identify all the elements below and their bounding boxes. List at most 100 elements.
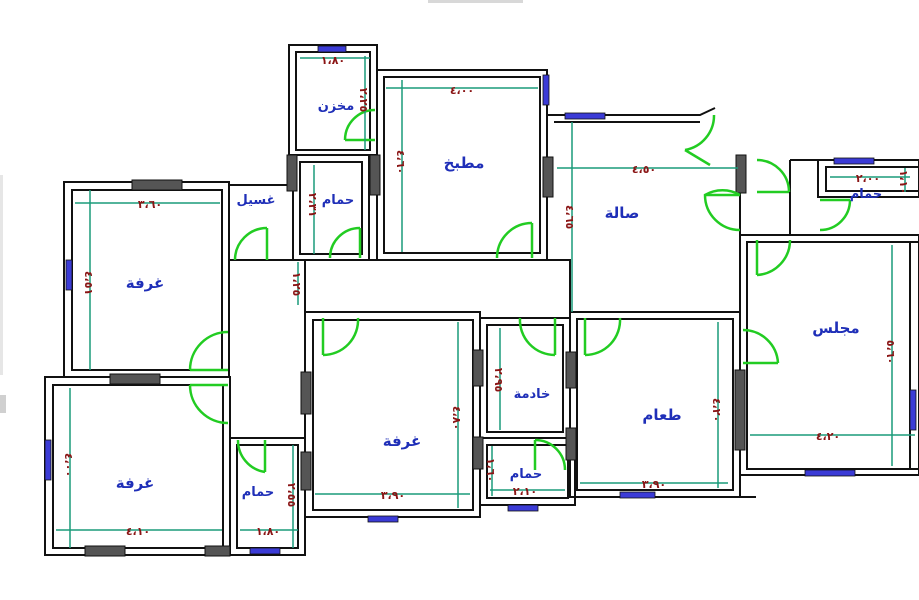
pillar bbox=[84, 545, 126, 557]
pillar bbox=[735, 154, 747, 194]
dim-bedroom-left-bottom-width: ٤،١٠ bbox=[126, 525, 150, 538]
door-laundry bbox=[233, 226, 268, 261]
doors bbox=[188, 108, 852, 474]
dimension-labels: ١،٨٠ ٢،٢٥ ٤،٠٠ ٤،٦٠ ٤،٥٠ ٤،٦٥ ٢،٣١ ١،٢٥ … bbox=[62, 54, 910, 538]
dimension-lines bbox=[56, 56, 915, 548]
dim-storage-width: ١،٨٠ bbox=[321, 54, 345, 67]
wall-bath-maid-inner bbox=[486, 444, 569, 499]
room-label-bath-right-top: حمام bbox=[850, 187, 883, 202]
dim-bedroom-left-bottom-height: ٤،٠٠ bbox=[62, 453, 75, 477]
door-majlis-left bbox=[742, 328, 780, 364]
window bbox=[44, 439, 52, 481]
dim-bath-top-height: ٢،٣١ bbox=[306, 193, 319, 217]
pillar bbox=[565, 351, 577, 389]
dim-bedroom-center-height: ٤،٨٠ bbox=[450, 406, 463, 430]
door-dining bbox=[584, 317, 622, 357]
room-label-bath-bottom: حمام bbox=[242, 485, 275, 500]
window bbox=[542, 74, 550, 106]
windows bbox=[44, 45, 917, 555]
dim-bath-right-height: ١،١٠ bbox=[897, 170, 910, 194]
door-bedroom-center bbox=[322, 317, 360, 357]
wall-bath-bottom bbox=[229, 437, 306, 556]
dim-kitchen-height: ٤،٦٠ bbox=[394, 150, 407, 174]
door-bath-maid bbox=[534, 438, 567, 471]
window bbox=[317, 45, 347, 53]
room-label-bedroom-left-bottom: غرفة bbox=[116, 474, 155, 492]
door-hall-right-1 bbox=[703, 189, 741, 232]
door-bath-bottom bbox=[236, 439, 266, 474]
pillar bbox=[131, 179, 183, 191]
wall-maid-inner bbox=[486, 324, 564, 433]
window bbox=[249, 547, 281, 555]
dim-dining-width: ٣،٩٠ bbox=[642, 478, 666, 491]
dim-corridor-width: ١،٢٥ bbox=[290, 272, 303, 297]
window bbox=[564, 112, 606, 120]
wall-kitchen-inner bbox=[383, 76, 541, 254]
dim-bath-maid-width: ٢،١٠ bbox=[513, 485, 537, 498]
top-edge-mark bbox=[428, 0, 523, 3]
dim-hall-width: ٤،٥٠ bbox=[632, 163, 656, 176]
dim-bedroom-left-top-height: ٤،٥١ bbox=[82, 271, 95, 295]
pillar bbox=[204, 545, 231, 557]
pillar bbox=[109, 373, 161, 385]
pillar bbox=[369, 154, 381, 196]
pillar bbox=[565, 427, 577, 461]
dim-maid-height: ٢،٩٥ bbox=[492, 368, 505, 393]
room-label-bath-top: حمام bbox=[322, 193, 355, 208]
room-label-dining: طعام bbox=[642, 406, 681, 424]
door-bath-top bbox=[328, 226, 361, 259]
room-label-hall: صالة bbox=[605, 204, 640, 222]
window bbox=[507, 504, 539, 512]
room-label-bath-maid: حمام bbox=[510, 467, 543, 482]
pillar bbox=[300, 371, 312, 415]
door-leaf bbox=[684, 148, 711, 167]
dim-majlis-height: ٥،٦٠ bbox=[884, 340, 897, 364]
left-edge-mark-top bbox=[0, 175, 3, 375]
pillar bbox=[286, 154, 298, 192]
window bbox=[367, 515, 399, 523]
wall-hall bbox=[546, 115, 915, 313]
wall-dining-inner bbox=[576, 318, 734, 491]
dim-dining-height: ٤،٢٠ bbox=[710, 398, 723, 422]
door-hall-right-2 bbox=[756, 158, 791, 193]
dim-bedroom-left-top-width: ٣،٦٠ bbox=[138, 198, 162, 211]
door-bedroom-left-top bbox=[188, 330, 229, 371]
room-labels: مخزن مطبخ صالة غسيل حمام حمام غرفة غرفة … bbox=[116, 99, 883, 500]
dim-bath-maid-height: ١،٦٠ bbox=[484, 458, 497, 482]
room-label-bedroom-left-top: غرفة bbox=[126, 274, 165, 292]
dim-bath-bottom-height: ٢،٥٥ bbox=[285, 483, 298, 508]
door-maid bbox=[518, 317, 556, 357]
door-majlis-top bbox=[756, 239, 792, 277]
dim-bath-bottom-width: ١،٨٠ bbox=[256, 525, 280, 538]
room-label-storage: مخزن bbox=[318, 99, 355, 114]
room-label-maid: خادمة bbox=[514, 387, 551, 402]
room-label-majlis: مجلس bbox=[812, 319, 859, 337]
walls bbox=[44, 44, 919, 556]
door-hall-top bbox=[684, 114, 716, 152]
window bbox=[909, 389, 917, 431]
window bbox=[804, 469, 856, 477]
pillar bbox=[542, 156, 554, 198]
wall-bedroom-center-inner bbox=[312, 319, 474, 511]
door-bath-right bbox=[819, 199, 852, 232]
wall-bath-right-top-inner bbox=[825, 166, 919, 192]
window bbox=[833, 157, 875, 165]
window bbox=[619, 491, 656, 499]
dim-kitchen-width: ٤،٠٠ bbox=[450, 84, 474, 97]
pillar bbox=[734, 369, 746, 451]
wall-bedroom-left-bottom-inner bbox=[52, 384, 224, 549]
left-edge-mark-bottom bbox=[0, 395, 6, 413]
door-storage bbox=[343, 108, 376, 141]
pillars bbox=[84, 154, 747, 557]
dim-storage-height: ٢،٢٥ bbox=[357, 88, 370, 113]
pillar bbox=[472, 436, 484, 470]
door-bedroom-left-bottom bbox=[188, 384, 229, 425]
room-label-kitchen: مطبخ bbox=[444, 154, 485, 172]
room-label-bedroom-center: غرفة bbox=[383, 432, 422, 450]
door-kitchen bbox=[495, 221, 533, 259]
dim-majlis-width: ٤،٢٠ bbox=[816, 430, 840, 443]
pillar bbox=[472, 349, 484, 387]
dim-hall-height: ٤،٦٥ bbox=[563, 205, 576, 230]
dim-bath-right-width: ٢،٠٠ bbox=[856, 172, 880, 185]
